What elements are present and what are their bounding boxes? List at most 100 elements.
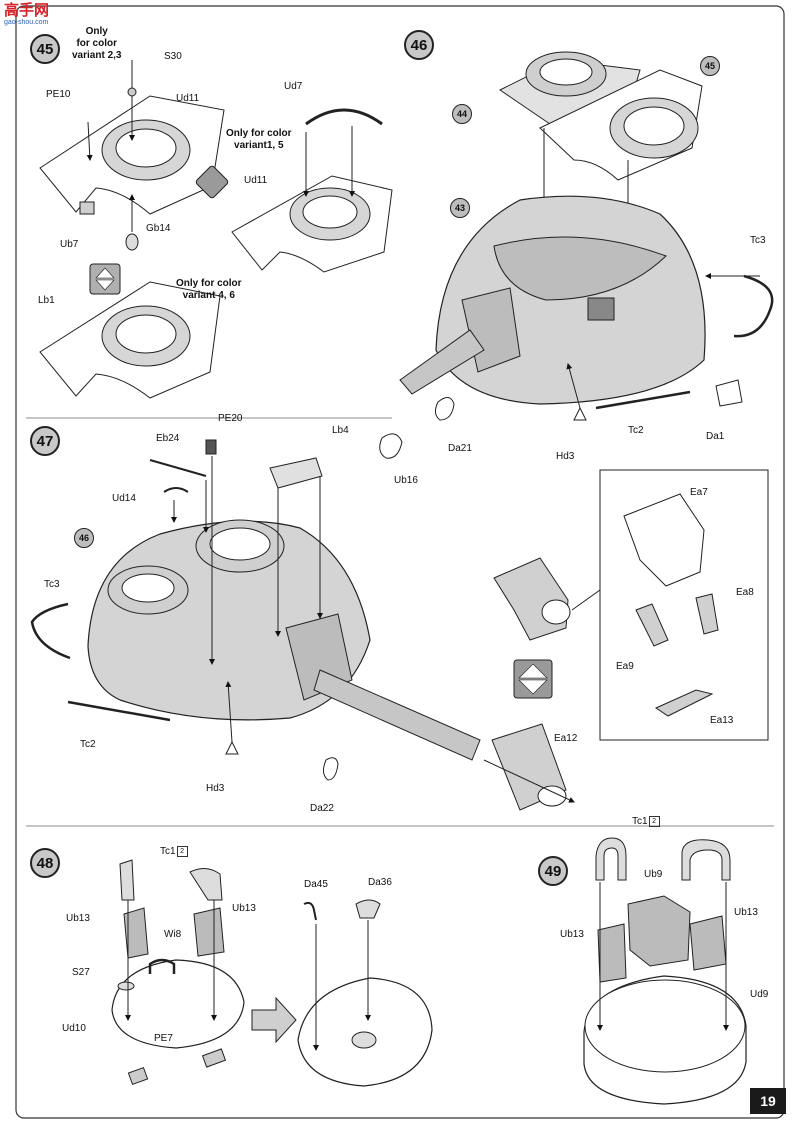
part-da45 [303,901,317,921]
page-number: 19 [750,1088,786,1114]
label-ea12: Ea12 [554,733,578,744]
label-wi8: Wi8 [164,929,182,940]
part-ea7 [623,493,705,587]
part-ub16 [379,433,403,459]
label-ea8: Ea8 [736,587,754,598]
gun-barrel-stub [399,329,485,395]
part-tc2 [67,700,171,722]
label-lb4: Lb4 [332,425,349,436]
step-number-48: 48 [30,848,60,878]
page-frame [15,5,785,1119]
step45-parts [39,60,393,399]
label-hd3: Hd3 [556,451,575,462]
label-tc3: Tc3 [44,579,60,590]
ref-43: 43 [450,198,470,218]
label-eb24: Eb24 [156,433,180,444]
step-number-49: 49 [538,856,568,886]
label-pe10: PE10 [46,89,71,100]
label-ea7: Ea7 [690,487,708,498]
label-ub7: Ub7 [60,239,79,250]
watermark-logo: 高手网 gao-shou.com [4,3,49,26]
step47-parts [30,439,769,811]
note-variant-2-3: Only for color variant 2,3 [72,26,122,61]
part-ub13-b [193,907,225,957]
label-ub9: Ub9 [644,869,663,880]
label-ud9: Ud9 [750,989,769,1000]
quantity-badge: 2 [648,816,660,827]
turret-floor-ud10 [111,959,245,1049]
part-wi8 [148,958,176,974]
part-tc1-b [681,839,731,881]
part-tc2 [595,390,691,410]
note-variant-1-5: Only for color variant1, 5 [226,128,292,151]
mantlet-cover-subassembly [493,557,569,641]
part-eb24 [149,459,207,477]
part-hd3 [225,740,239,755]
label-tc2: Tc2 [80,739,96,750]
part-ea13 [654,689,714,717]
label-ud11-a: Ud11 [176,93,200,104]
watermark-text: 高手网 [4,2,50,19]
part-ub9 [627,895,691,967]
part-tc1-b [189,868,223,901]
step-number-47: 47 [30,426,60,456]
label-da45: Da45 [304,879,328,890]
part-ea8 [695,593,719,635]
ref-46: 46 [74,528,94,548]
ref-44: 44 [452,104,472,124]
step49-parts [583,837,747,1105]
swap-icon [195,165,229,199]
label-gb14: Gb14 [146,223,171,234]
step-number-45: 45 [30,34,60,64]
part-pe20 [205,439,217,455]
part-gb14 [125,233,139,251]
label-ub13-b: Ub13 [232,903,256,914]
option-arrows-icon [89,263,121,295]
part-s27 [117,981,135,991]
label-ud7: Ud7 [284,81,303,92]
part-ub13-a [123,907,149,959]
label-ub13-a: Ub13 [66,913,90,924]
label-hd3: Hd3 [206,783,225,794]
label-ea9: Ea9 [616,661,634,672]
part-ub7 [79,201,95,215]
gun-barrel [313,669,481,761]
label-pe20: PE20 [218,413,243,424]
part-da1 [715,379,743,407]
next-step-arrow-icon [251,996,297,1044]
part-tc3 [733,274,774,338]
part-da21 [434,397,455,421]
part-tc1-a [119,859,135,901]
label-ud14: Ud14 [112,493,136,504]
label-ea13: Ea13 [710,715,734,726]
quantity-badge: 2 [176,846,188,857]
label-pe7: PE7 [154,1033,173,1044]
label-da36: Da36 [368,877,392,888]
part-ud14 [163,487,189,493]
step-number-46: 46 [404,30,434,60]
label-tc2: Tc2 [628,425,644,436]
part-lb4 [269,457,323,489]
step48-parts [111,859,433,1087]
part-ub13-b [689,915,727,971]
label-ud11-b: Ud11 [244,175,268,186]
part-tc3 [30,602,71,660]
part-ea9 [635,603,669,647]
part-ub13-a [597,923,627,983]
ref-45: 45 [700,56,720,76]
label-ub16: Ub16 [394,475,418,486]
note-variant-4-6: Only for color variant 4, 6 [176,278,242,301]
part-da36 [355,899,381,919]
label-s30: S30 [164,51,182,62]
label-da22: Da22 [310,803,334,814]
part-ud7 [305,108,383,126]
watermark-sub: gao-shou.com [4,19,49,26]
label-s27: S27 [72,967,90,978]
label-lb1: Lb1 [38,295,55,306]
label-da21: Da21 [448,443,472,454]
part-da22 [322,757,339,781]
